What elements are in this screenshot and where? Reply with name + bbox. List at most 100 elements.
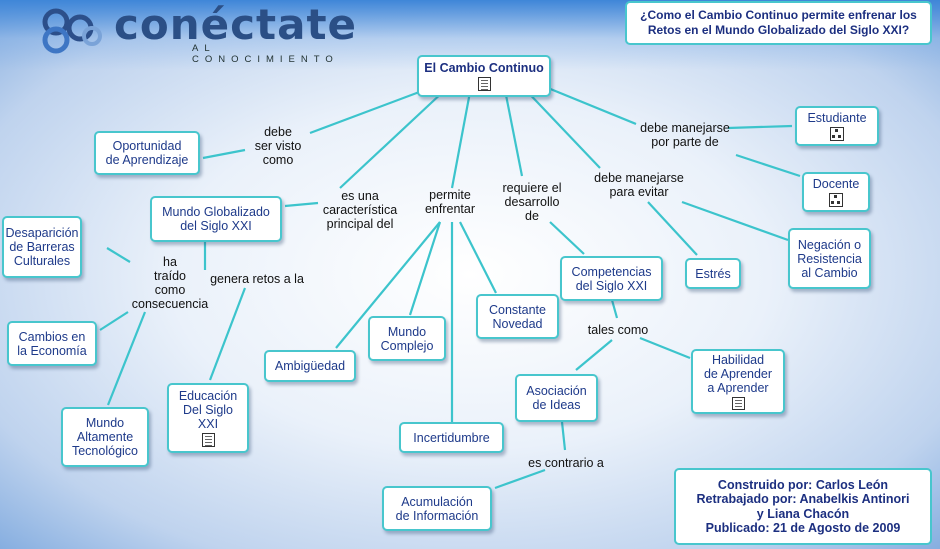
concept-label: la Economía — [17, 343, 87, 358]
connector — [339, 89, 446, 189]
connector — [647, 201, 698, 256]
focus-question-line: ¿Como el Cambio Continuo permite enfrena… — [640, 8, 917, 22]
concept-label: Competencias — [571, 264, 652, 279]
focus-question: ¿Como el Cambio Continuo permite enfrena… — [625, 1, 932, 45]
concept-label: Docente — [812, 177, 860, 191]
conectate-logo: conéctate AL CONOCIMIENTO — [40, 0, 360, 65]
connector — [208, 287, 247, 381]
concept-label: Acumulación — [401, 494, 473, 509]
concept-label: Mundo Globalizado — [162, 205, 270, 219]
connector — [408, 221, 442, 316]
concept-label: El Cambio Continuo — [424, 61, 544, 75]
concept-mundo-globalizado[interactable]: Mundo Globalizado del Siglo XXI — [150, 196, 282, 242]
concept-label: al Cambio — [801, 265, 858, 280]
concept-ambiguedad[interactable]: Ambigüedad — [264, 350, 356, 382]
link-phrase-requiere: requiere el desarrollo de — [502, 181, 562, 223]
chain-rings-icon — [42, 8, 102, 54]
concept-educacion[interactable]: Educación Del Siglo XXI — [167, 383, 249, 453]
connector — [575, 339, 613, 371]
connector — [560, 421, 567, 451]
concept-label: del Siglo XXI — [180, 219, 252, 233]
concept-desaparicion-barreras[interactable]: Desaparición de Barreras Culturales — [2, 216, 82, 278]
document-icon[interactable] — [201, 433, 215, 447]
connector — [681, 200, 789, 242]
concept-label: de Aprendizaje — [105, 153, 189, 167]
concept-docente[interactable]: Docente — [802, 172, 870, 212]
connector — [309, 86, 431, 135]
concept-competencias[interactable]: Competencias del Siglo XXI — [560, 256, 663, 301]
connector — [450, 91, 472, 189]
connector — [549, 221, 585, 255]
connector — [99, 311, 129, 331]
concept-label: Mundo — [387, 324, 427, 339]
concept-mundo-tecnologico[interactable]: Mundo Altamente Tecnológico — [61, 407, 149, 467]
credits-line: Publicado: 21 de Agosto de 2009 — [705, 521, 901, 535]
concept-label: Cambios en — [18, 329, 86, 344]
credits-line: Construido por: Carlos León — [717, 477, 889, 492]
concept-label: Estudiante — [807, 111, 867, 125]
concept-cambios-economia[interactable]: Cambios en la Economía — [7, 321, 97, 366]
credits-line: Retrabajado por: Anabelkis Antinori — [696, 492, 910, 506]
connector — [547, 86, 637, 126]
concept-label: Oportunidad — [112, 139, 182, 153]
connector — [284, 201, 319, 208]
concept-label: Constante — [489, 302, 546, 317]
concept-label: de Información — [395, 508, 479, 523]
link-phrase-permite: permite enfrentar — [424, 188, 476, 216]
concept-label: Ambigüedad — [274, 359, 346, 373]
concept-acumulacion[interactable]: Acumulación de Información — [382, 486, 492, 531]
concept-label: Negación o — [797, 237, 862, 252]
link-phrase-contrario: es contrario a — [528, 456, 604, 470]
document-icon[interactable] — [731, 397, 745, 410]
concept-mundo-complejo[interactable]: Mundo Complejo — [368, 316, 446, 361]
concept-label: Tecnológico — [71, 444, 138, 458]
document-icon[interactable] — [477, 77, 491, 91]
focus-question-line: Retos en el Mundo Globalizado del Siglo … — [647, 23, 910, 37]
link-phrase-ha-traido: ha traído como consecuencia — [131, 255, 209, 311]
concept-label: Novedad — [492, 316, 543, 331]
link-phrase-es-una: es una característica principal del — [322, 189, 398, 231]
connector — [639, 336, 691, 360]
connector — [459, 221, 497, 294]
link-phrase-manejarse-evitar: debe manejarse para evitar — [594, 171, 684, 199]
concept-label: Estrés — [695, 266, 731, 281]
connector — [610, 299, 619, 319]
concept-label: Culturales — [13, 254, 71, 268]
concept-map-link-icon[interactable] — [830, 127, 844, 141]
connector — [202, 148, 246, 160]
concept-label: de Barreras — [9, 240, 75, 254]
concept-negacion-cambio[interactable]: Negación o Resistencia al Cambio — [788, 228, 871, 289]
concept-cambio-continuo[interactable]: El Cambio Continuo — [417, 55, 551, 97]
concept-estres[interactable]: Estrés — [685, 258, 741, 289]
concept-label: Mundo — [85, 416, 125, 430]
concept-label: de Ideas — [532, 398, 581, 412]
concept-constante-novedad[interactable]: Constante Novedad — [476, 294, 559, 339]
concept-label: a Aprender — [707, 381, 769, 395]
concept-label: Educación — [178, 389, 238, 403]
concept-incertidumbre[interactable]: Incertidumbre — [399, 422, 504, 453]
link-phrase-genera: genera retos a la — [210, 272, 304, 286]
concept-oportunidad[interactable]: Oportunidad de Aprendizaje — [94, 131, 200, 175]
concept-label: Altamente — [76, 430, 134, 444]
link-phrase-manejarse-parte: debe manejarse por parte de — [640, 121, 730, 149]
connector — [335, 221, 441, 349]
concept-label: Complejo — [380, 338, 434, 353]
concept-label: Desaparición — [5, 226, 79, 240]
concept-label: Incertidumbre — [413, 430, 490, 445]
concept-asociacion-ideas[interactable]: Asociación de Ideas — [515, 374, 598, 422]
concept-label: de Aprender — [703, 367, 773, 381]
concept-habilidad[interactable]: Habilidad de Aprender a Aprender — [691, 349, 785, 414]
concept-map-link-icon[interactable] — [829, 193, 843, 207]
connector — [106, 311, 147, 406]
concept-estudiante[interactable]: Estudiante — [795, 106, 879, 146]
link-phrase-debe-visto: debe ser visto como — [254, 125, 302, 167]
concept-label: Resistencia — [797, 251, 862, 266]
concept-label: Habilidad — [711, 353, 765, 367]
link-phrase-tales: tales como — [587, 323, 649, 337]
concept-label: XXI — [197, 417, 219, 431]
connector — [106, 247, 131, 263]
concept-label: del Siglo XXI — [575, 278, 648, 293]
connector — [735, 153, 801, 178]
